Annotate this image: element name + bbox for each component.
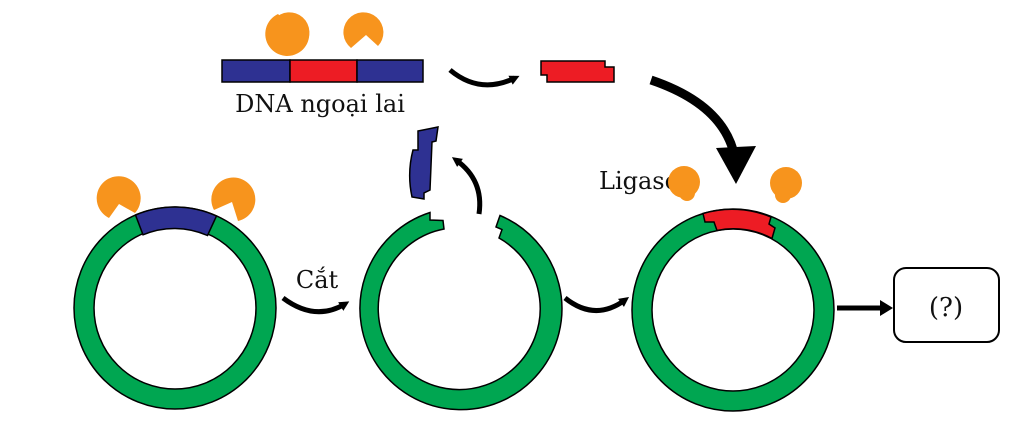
arrow-head xyxy=(880,300,893,316)
removed-site-fragment xyxy=(408,126,439,200)
curved-arrow-icon xyxy=(563,296,630,313)
plasmid-ring xyxy=(632,209,834,411)
pacman-enzyme-icon xyxy=(211,177,256,221)
recombinant-plasmid xyxy=(631,208,835,412)
curved-arrow-icon xyxy=(448,68,520,88)
pacman-enzyme-icon xyxy=(343,12,384,48)
pacman-enzyme-icon xyxy=(96,176,141,218)
foreign-dna-insert-segment xyxy=(289,59,358,83)
ligase-blob-icon xyxy=(668,166,700,201)
ligase-blob-icon xyxy=(770,167,802,203)
foreign-dna-label: DNA ngoại lai xyxy=(235,90,405,118)
ligase-label: Ligase xyxy=(599,167,679,195)
curved-arrow-icon xyxy=(281,295,350,315)
cut-label: Cắt xyxy=(296,266,339,294)
plasmid-ring xyxy=(359,211,563,411)
result-label: (?) xyxy=(929,293,963,323)
plasmid-with-site xyxy=(73,206,277,410)
pacman-enzyme-icon xyxy=(269,12,310,48)
curved-arrow-icon xyxy=(649,75,740,159)
foreign-dna-strand xyxy=(221,59,424,83)
plasmid-ring xyxy=(74,207,276,409)
inserted-foreign-segment xyxy=(702,208,776,240)
curved-arrow-icon xyxy=(451,157,483,215)
arrow-head xyxy=(716,146,756,184)
plasmid-site-segment xyxy=(134,206,218,237)
foreign-dna-right-segment xyxy=(356,59,424,83)
foreign-dna-left-segment xyxy=(221,59,291,83)
cut-plasmid xyxy=(359,211,563,411)
excised-insert-fragment xyxy=(540,60,615,83)
result-box: (?) xyxy=(893,267,1000,343)
